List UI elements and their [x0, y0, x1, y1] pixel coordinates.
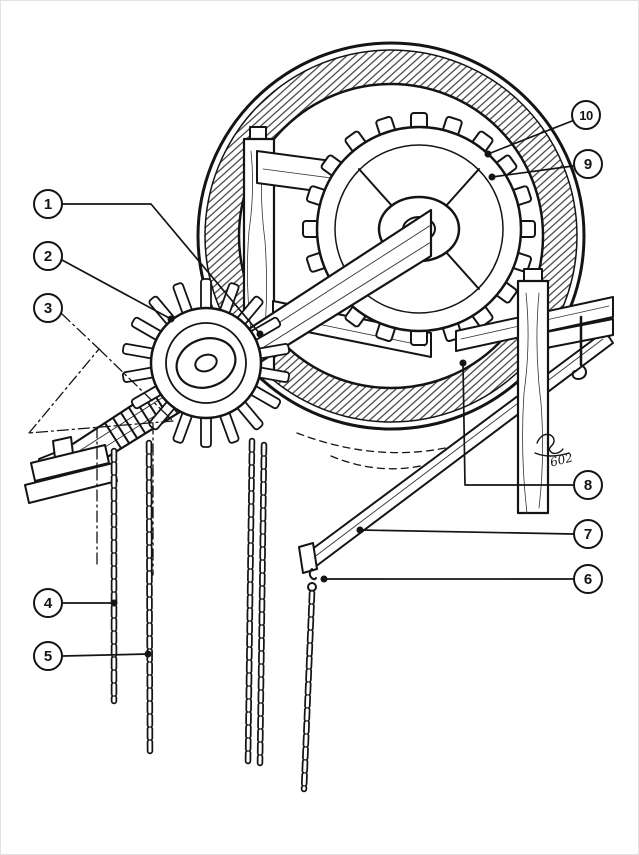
callout-5: 5 — [33, 641, 63, 671]
callout-8: 8 — [573, 470, 603, 500]
leader-lines — [61, 120, 574, 657]
left-bearing — [24, 436, 118, 504]
callout-6: 6 — [573, 564, 603, 594]
leader-dots — [110, 150, 496, 658]
callout-10: 10 — [571, 100, 601, 130]
right-frame — [455, 268, 614, 515]
chains — [110, 437, 316, 793]
callout-9: 9 — [573, 149, 603, 179]
callout-3: 3 — [33, 293, 63, 323]
callout-4: 4 — [33, 588, 63, 618]
motion-arcs — [296, 432, 480, 470]
callout-2: 2 — [33, 241, 63, 271]
callout-1: 1 — [33, 189, 63, 219]
sprocket-wheel — [121, 278, 291, 448]
signature-squiggle — [534, 433, 570, 457]
construction-lines — [28, 313, 174, 576]
callout-7: 7 — [573, 519, 603, 549]
